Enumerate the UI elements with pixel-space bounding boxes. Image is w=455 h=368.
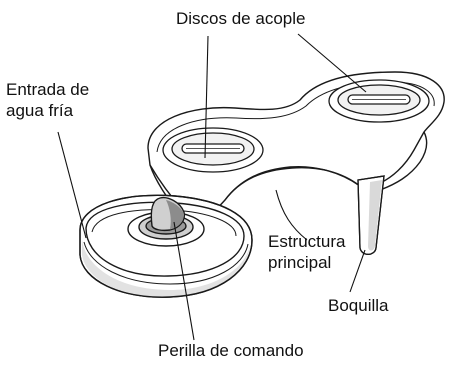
- leader-discos-2: [297, 33, 367, 93]
- nozzle-shade: [368, 180, 382, 251]
- leader-perilla: [173, 221, 195, 341]
- coupling-disc-front: [162, 127, 264, 173]
- label-estructura-line2: principal: [268, 253, 332, 272]
- control-body: [79, 194, 253, 298]
- control-body-shade: [82, 240, 250, 298]
- label-entrada-line2: agua fría: [6, 101, 74, 120]
- coupling-disc-back: [328, 79, 430, 123]
- label-discos-de-acople: Discos de acople: [176, 9, 306, 28]
- frame-arch: [224, 166, 361, 201]
- nozzle: [357, 175, 385, 256]
- leader-lines: [57, 33, 367, 341]
- label-boquilla: Boquilla: [328, 296, 389, 315]
- leader-discos-1: [204, 35, 209, 159]
- leader-entrada: [57, 131, 87, 239]
- control-body-band: [83, 241, 249, 285]
- label-estructura-line1: Estructura: [268, 232, 346, 251]
- label-perilla-de-comando: Perilla de comando: [158, 341, 304, 360]
- label-entrada-line1: Entrada de: [6, 80, 90, 99]
- leader-estructura: [275, 189, 308, 241]
- leader-boquilla: [349, 249, 366, 293]
